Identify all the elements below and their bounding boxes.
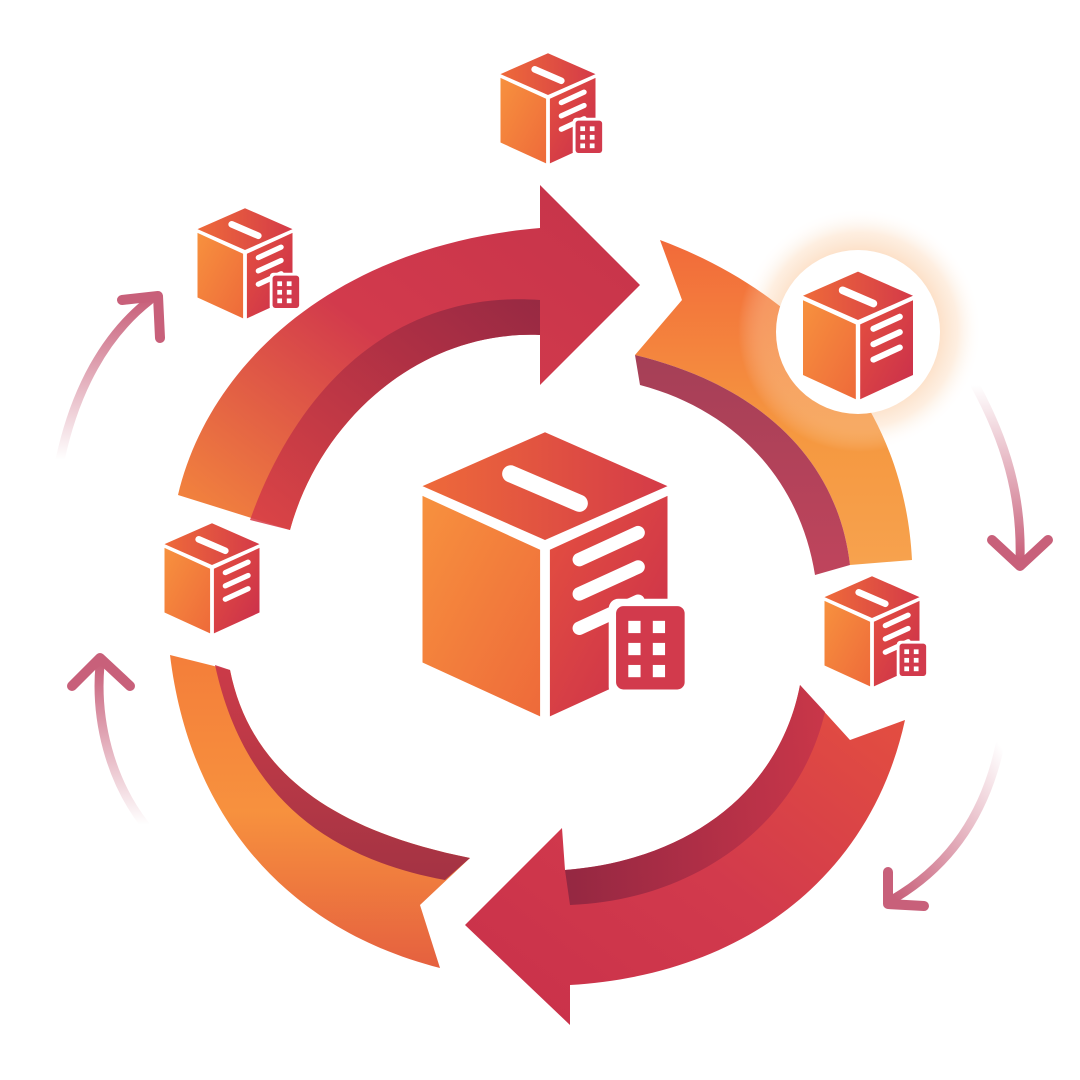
package-boxes xyxy=(164,53,929,717)
satellite-package-box-icon-left-upper xyxy=(197,208,302,319)
satellite-package-box-icon-left-lower xyxy=(164,523,260,634)
curved-arrow-icon xyxy=(67,653,150,830)
curved-arrow-icon xyxy=(55,291,165,465)
satellite-package-box-icon-top xyxy=(500,53,605,164)
curved-arrow-icon xyxy=(970,380,1053,571)
outer-arrows xyxy=(55,291,1053,911)
satellite-package-box-icon-right-upper xyxy=(803,271,913,400)
ring-arrow-left xyxy=(170,655,470,968)
center-package-box-icon xyxy=(422,432,692,717)
satellite-package-box-icon-right-lower xyxy=(824,576,929,687)
ring-arrow-bottom xyxy=(465,685,905,1025)
curved-arrow-icon xyxy=(883,740,1005,911)
ring-arrow-top xyxy=(178,185,640,530)
